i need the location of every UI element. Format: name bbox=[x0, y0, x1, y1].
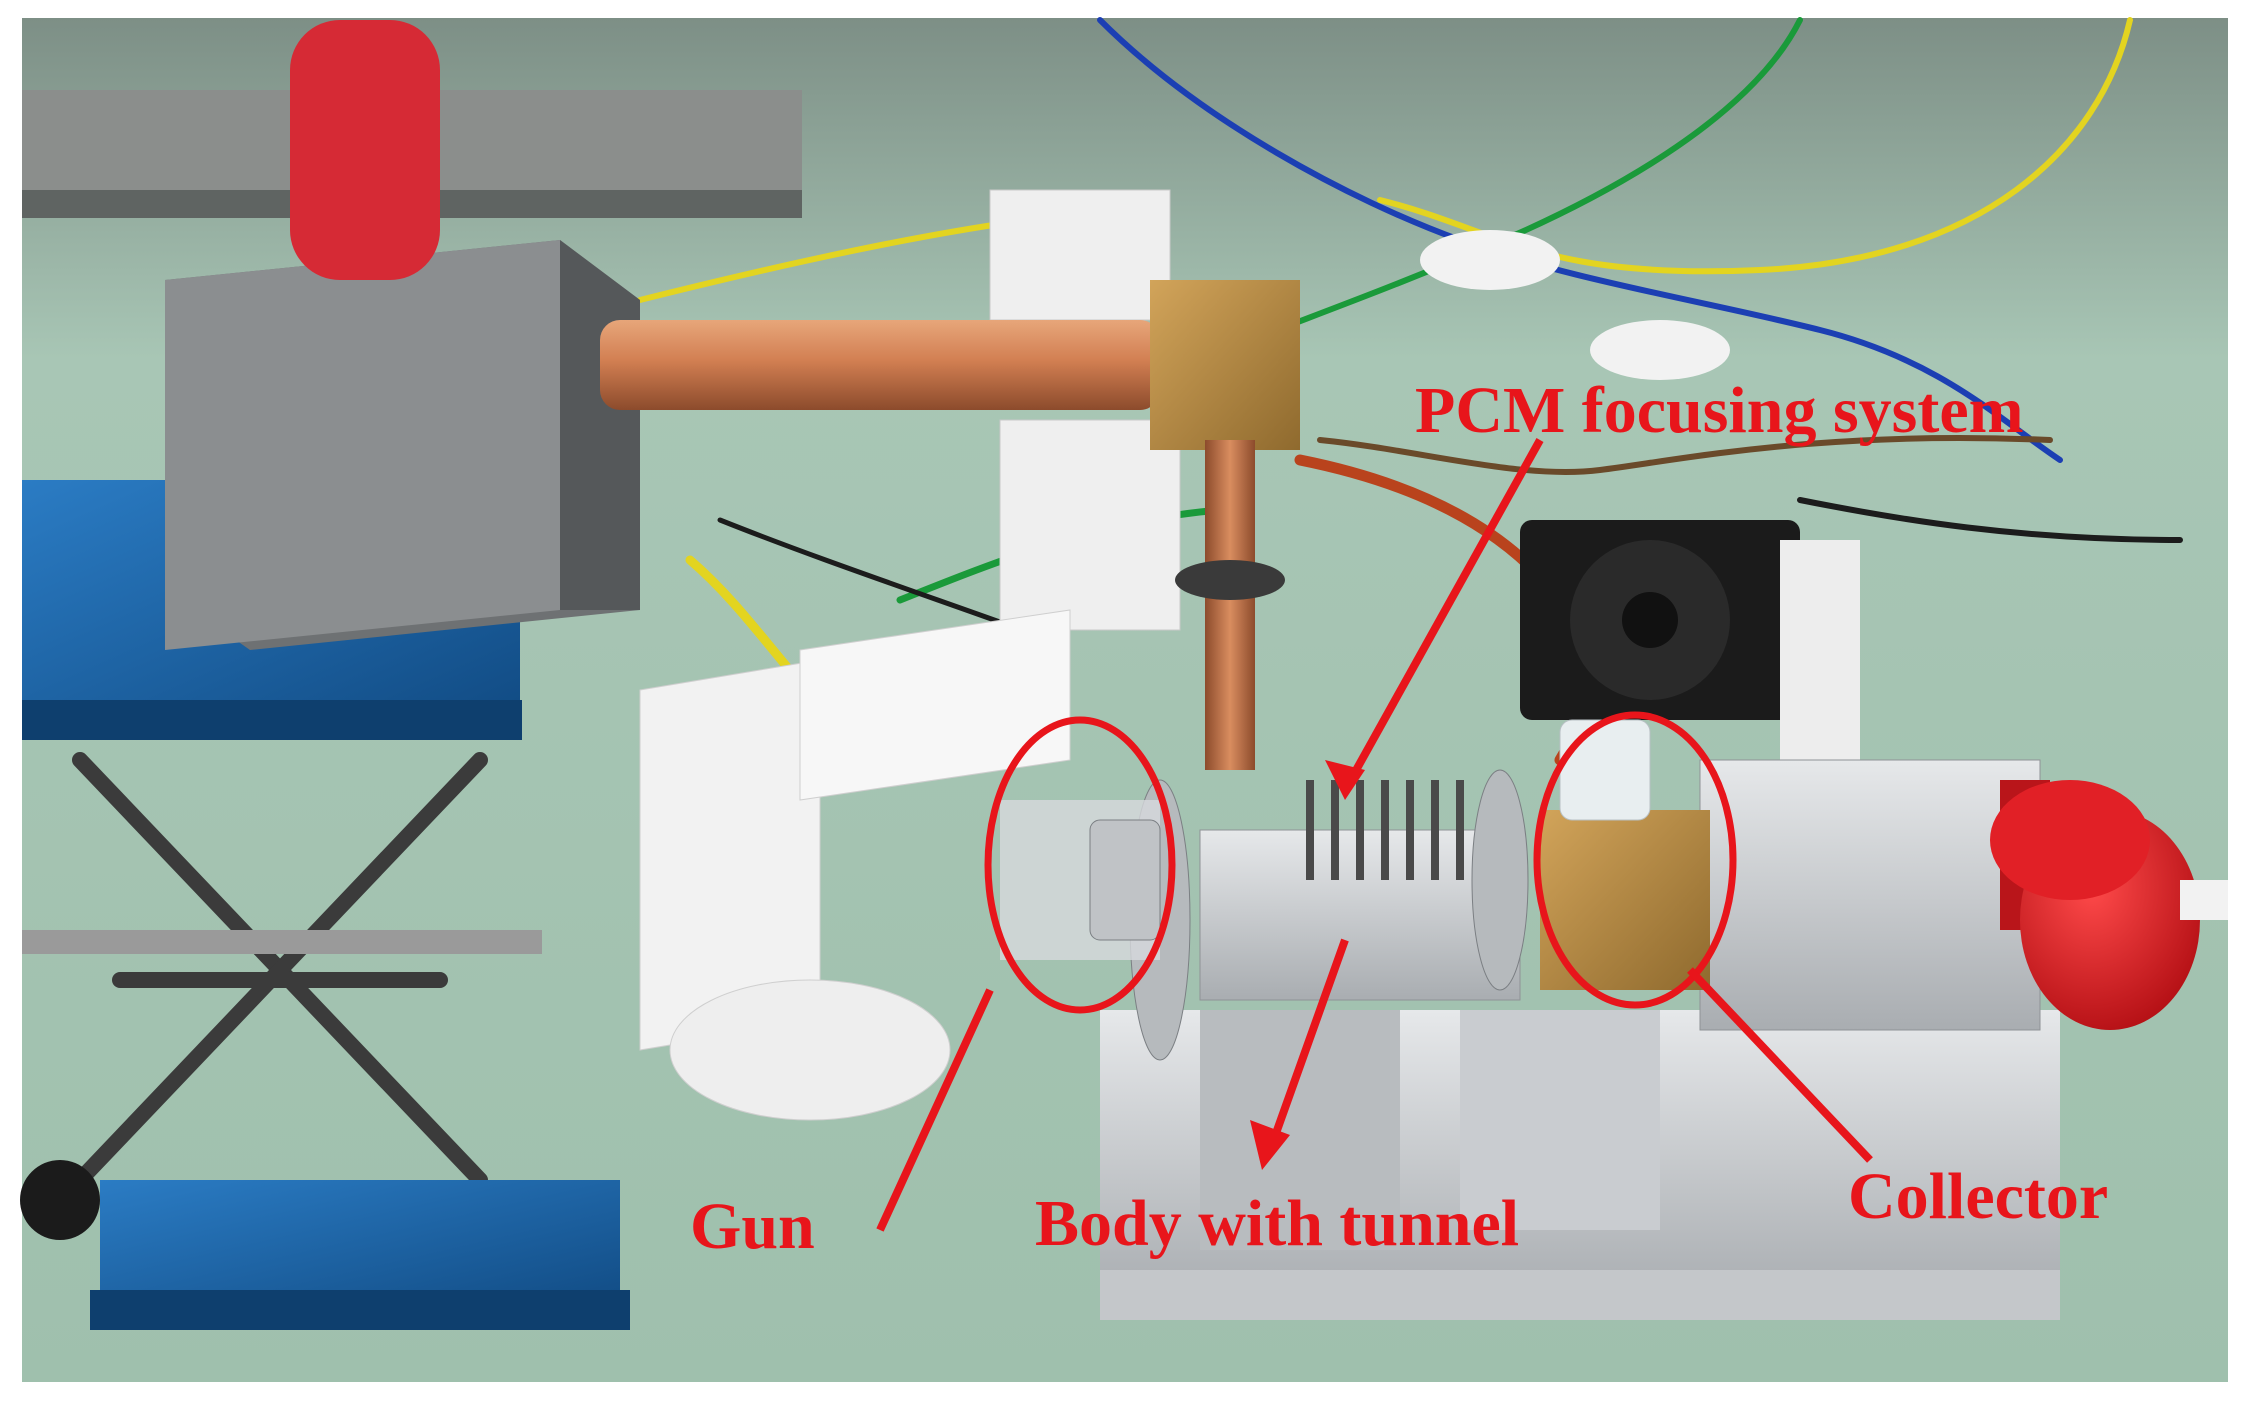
copper-pipe-horizontal bbox=[600, 320, 1160, 410]
label-gun: Gun bbox=[690, 1190, 815, 1263]
white-dish-1 bbox=[1420, 230, 1560, 290]
label-pcm-focusing-system: PCM focusing system bbox=[1415, 374, 2024, 447]
pipe-washer bbox=[1175, 560, 1285, 600]
label-collector: Collector bbox=[1848, 1160, 2108, 1233]
aluminium-base bbox=[1100, 759, 2060, 1320]
white-block-back-1 bbox=[989, 189, 1171, 321]
annotation-arrows bbox=[876, 438, 1873, 1232]
gun-highlight-ellipse bbox=[984, 716, 1176, 1014]
white-block-back-2 bbox=[999, 419, 1181, 631]
white-dish-2 bbox=[1590, 320, 1730, 380]
copper-elbow-block bbox=[1150, 280, 1300, 450]
gun-assembly bbox=[1000, 800, 1161, 960]
magnet-box bbox=[165, 20, 640, 650]
pcm-magnet-blocks bbox=[639, 609, 1071, 1121]
collector-highlight-ellipse bbox=[1533, 711, 1737, 1009]
collector-block bbox=[1540, 719, 1710, 990]
red-knob bbox=[1990, 780, 2228, 1030]
cooling-fan bbox=[1520, 520, 1860, 770]
copper-pipe-vertical bbox=[1205, 440, 1255, 770]
label-body-with-tunnel: Body with tunnel bbox=[1035, 1187, 1519, 1260]
